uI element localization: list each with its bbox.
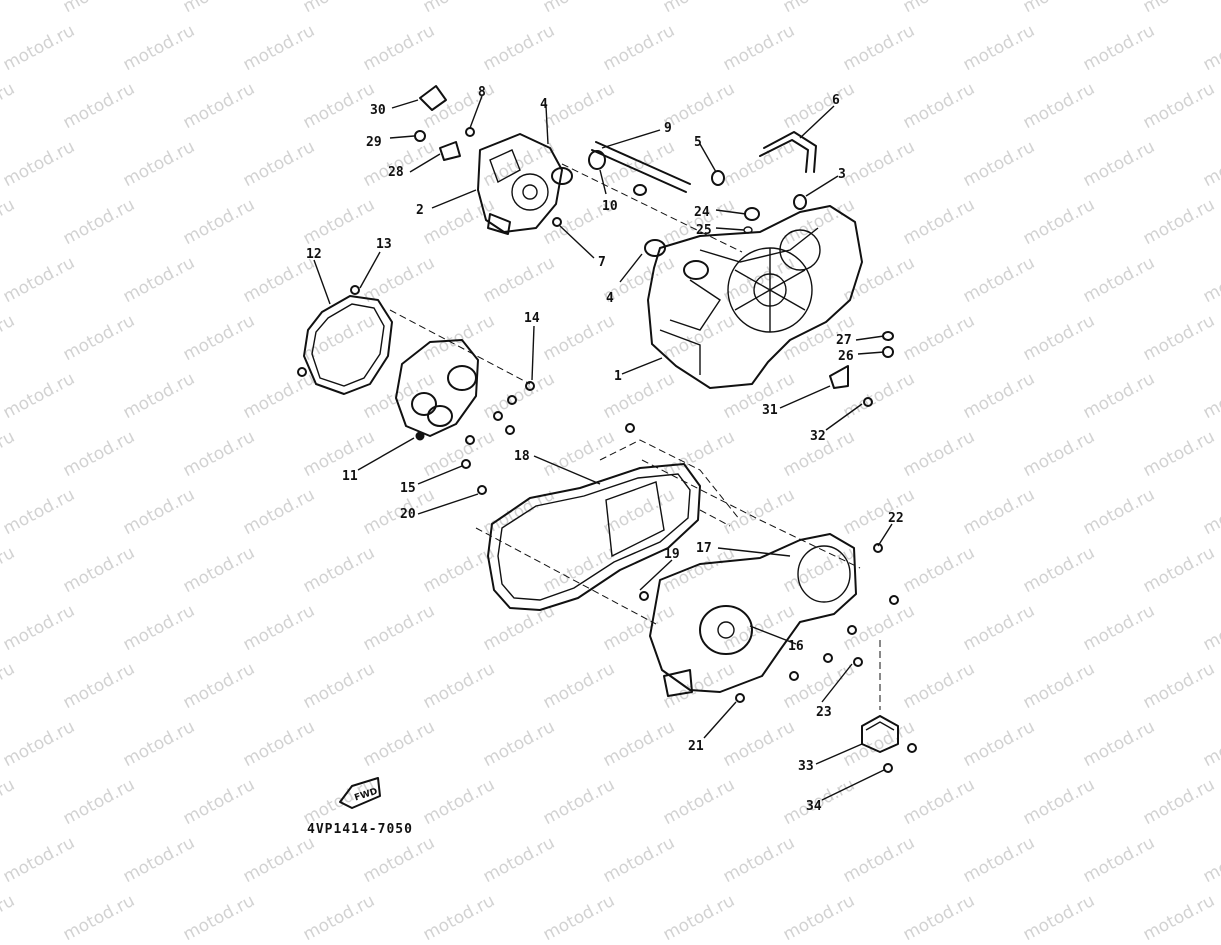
assembly-axes (389, 163, 881, 710)
callout-8: 8 (478, 85, 486, 100)
callout-6: 6 (832, 93, 840, 108)
callout-3: 3 (838, 167, 846, 182)
callout-27: 27 (836, 333, 852, 348)
gasket-12 (297, 285, 393, 395)
callout-10: 10 (602, 199, 618, 214)
part-33-box (861, 715, 917, 773)
crankcase-part (644, 205, 863, 389)
bolts-group-14 (461, 381, 635, 495)
bolts-group-21 (639, 543, 899, 703)
callout-31: 31 (762, 403, 778, 418)
callout-14: 14 (524, 311, 540, 326)
callout-13: 13 (376, 237, 392, 252)
callout-21: 21 (688, 739, 704, 754)
callout-labels: 1 2 3 4 4 5 6 7 8 9 10 11 12 13 14 15 16… (306, 85, 904, 814)
callout-11: 11 (342, 469, 358, 484)
callout-15: 15 (400, 481, 416, 496)
front-direction-arrow: FWD (339, 777, 381, 809)
callout-7: 7 (598, 255, 606, 270)
leader-lines (313, 95, 893, 801)
callout-2: 2 (416, 203, 424, 218)
callout-33: 33 (798, 759, 814, 774)
gasket-18 (487, 463, 701, 611)
callout-25: 25 (696, 223, 712, 238)
exploded-parts-diagram: 1 2 3 4 4 5 6 7 8 9 10 11 12 13 14 15 16… (297, 85, 917, 814)
diagram-code: 4VP1414-7050 (307, 822, 413, 837)
callout-26: 26 (838, 349, 854, 364)
callout-18: 18 (514, 449, 530, 464)
callout-17: 17 (696, 541, 712, 556)
callout-5: 5 (694, 135, 702, 150)
callout-24: 24 (694, 205, 710, 220)
hose-part (759, 131, 817, 173)
oil-pump-part (477, 133, 573, 235)
callout-22: 22 (888, 511, 904, 526)
callout-9: 9 (664, 121, 672, 136)
callout-23: 23 (816, 705, 832, 720)
crankcase-cover-16 (649, 533, 857, 697)
callout-34: 34 (806, 799, 822, 814)
shaft-part (414, 85, 691, 227)
callout-1: 1 (614, 369, 622, 384)
callout-32: 32 (810, 429, 826, 444)
callout-29: 29 (366, 135, 382, 150)
callout-4b: 4 (606, 291, 614, 306)
callout-19: 19 (664, 547, 680, 562)
fittings (711, 170, 894, 407)
side-cover-11 (395, 339, 479, 441)
callout-12: 12 (306, 247, 322, 262)
callout-4a: 4 (540, 97, 548, 112)
callout-30: 30 (370, 103, 386, 118)
callout-16: 16 (788, 639, 804, 654)
callout-28: 28 (388, 165, 404, 180)
callout-20: 20 (400, 507, 416, 522)
